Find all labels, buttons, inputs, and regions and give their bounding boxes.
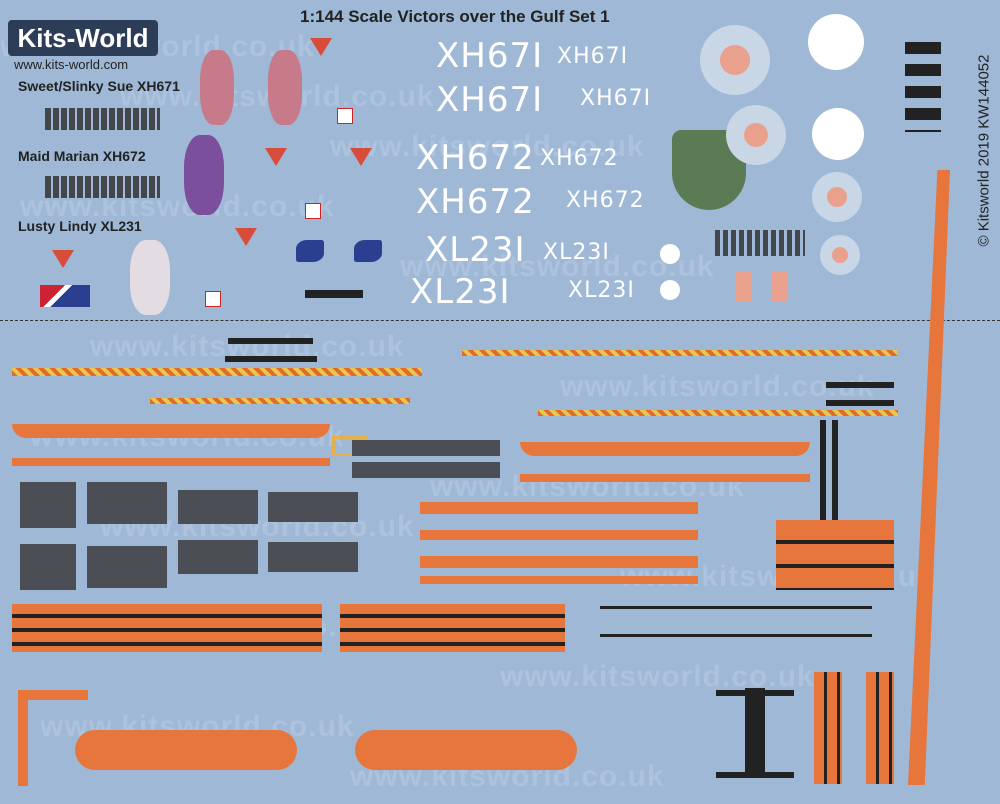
fin-flash: [735, 272, 751, 302]
union-flag-icon: [40, 285, 90, 307]
raf-marking-icon: [354, 240, 382, 262]
roundel: [820, 235, 860, 275]
black-stripe: [716, 772, 794, 778]
cut-line: [0, 320, 1000, 321]
grey-panel: [178, 540, 258, 574]
black-stripe: [745, 688, 765, 778]
grey-panel: [352, 440, 500, 456]
set-name-xl231: Lusty Lindy XL231: [18, 218, 142, 234]
walkway-outline: [12, 368, 422, 376]
set-name-xh671: Sweet/Slinky Sue XH671: [18, 78, 180, 94]
first-aid-icon: [205, 291, 221, 307]
nose-art-lusty-lindy: [130, 240, 170, 315]
stencil-strip: [305, 290, 363, 298]
serial-xl231-small: XL23I: [568, 278, 635, 303]
orange-panel: [12, 458, 330, 466]
raf-marking-icon: [296, 240, 324, 262]
orange-panel: [355, 730, 577, 770]
orange-panel: [420, 530, 698, 540]
squadron-badge-icon: [265, 148, 287, 166]
orange-panel: [520, 474, 810, 482]
orange-panel: [12, 604, 322, 652]
grey-panel: [268, 542, 358, 572]
stencil-block: [715, 230, 805, 256]
serial-xh672-small: XH672: [566, 188, 645, 213]
grey-panel: [87, 546, 167, 588]
serial-xh672-large: XH672: [416, 182, 535, 222]
nose-art-slinky-sue: [268, 50, 302, 125]
serial-xh671-large: XH67I: [436, 80, 544, 120]
walkway-outline: [538, 410, 898, 416]
roundel: [812, 172, 862, 222]
watermark-row: www.kitsworld.co.uk: [560, 370, 875, 403]
squadron-badge-icon: [52, 250, 74, 268]
serial-xh671-small: XH67I: [557, 44, 629, 69]
serial-xl231-large: XL23I: [425, 230, 526, 270]
squadron-badge-icon: [310, 38, 332, 56]
squadron-badge-icon: [235, 228, 257, 246]
black-stripe: [820, 420, 826, 520]
orange-panel: [866, 672, 894, 784]
nose-art-maid-marian: [184, 135, 224, 215]
orange-panel: [18, 690, 88, 700]
first-aid-icon: [337, 108, 353, 124]
watermark-row: www.kitsworld.co.uk: [500, 660, 815, 693]
black-stripe: [826, 400, 894, 406]
serial-xl231-small: XL23I: [543, 240, 610, 265]
squadron-badge-icon: [350, 148, 372, 166]
serial-xh672-small: XH672: [540, 146, 619, 171]
orange-panel: [520, 442, 810, 456]
hazard-marker-grid: [905, 42, 941, 132]
orange-panel: [420, 556, 698, 568]
stencil-block: [45, 176, 160, 198]
kitsworld-logo: Kits-World: [8, 20, 158, 56]
orange-panel: [18, 690, 28, 786]
first-aid-icon: [305, 203, 321, 219]
walkway-outline: [150, 398, 410, 404]
orange-panel: [776, 520, 894, 590]
serial-xh672-large: XH672: [416, 138, 535, 178]
orange-panel: [75, 730, 297, 770]
black-stripe: [225, 356, 317, 362]
roundel-outline: [812, 108, 864, 160]
skull-icon: [660, 280, 680, 300]
black-stripe: [826, 382, 894, 388]
logo-url: www.kits-world.com: [14, 57, 129, 72]
black-stripe: [716, 690, 794, 696]
grey-panel: [20, 544, 76, 590]
fin-flash: [772, 272, 788, 302]
serial-xl231-large: XL23I: [410, 272, 511, 312]
orange-panel: [814, 672, 842, 784]
grey-panel: [352, 462, 500, 478]
roundel-outline: [808, 14, 864, 70]
roundel: [726, 105, 786, 165]
orange-panel: [340, 604, 565, 652]
black-stripe: [600, 634, 872, 637]
grey-panel: [268, 492, 358, 522]
walkway-outline: [462, 350, 897, 356]
set-name-xh672: Maid Marian XH672: [18, 148, 146, 164]
roundel: [700, 25, 770, 95]
sheet-title: 1:144 Scale Victors over the Gulf Set 1: [300, 7, 610, 26]
black-stripe: [600, 606, 872, 609]
nose-art-sweet-sue: [200, 50, 234, 125]
serial-xh671-large: XH67I: [436, 36, 544, 76]
skull-icon: [660, 244, 680, 264]
grey-panel: [178, 490, 258, 524]
watermark-row: www.kitsworld.co.uk: [330, 130, 645, 163]
stencil-block: [45, 108, 160, 130]
grey-panel: [20, 482, 76, 528]
grey-panel: [87, 482, 167, 524]
black-stripe: [228, 338, 313, 344]
orange-panel: [420, 576, 698, 584]
orange-panel: [12, 424, 330, 438]
watermark-row: www.kitsworld.co.uk: [120, 80, 1000, 114]
copyright-note: © Kitsworld 2019 KW144052: [975, 54, 993, 247]
serial-xh671-small: XH67I: [580, 86, 652, 111]
orange-panel: [420, 502, 698, 514]
black-stripe: [832, 420, 838, 520]
